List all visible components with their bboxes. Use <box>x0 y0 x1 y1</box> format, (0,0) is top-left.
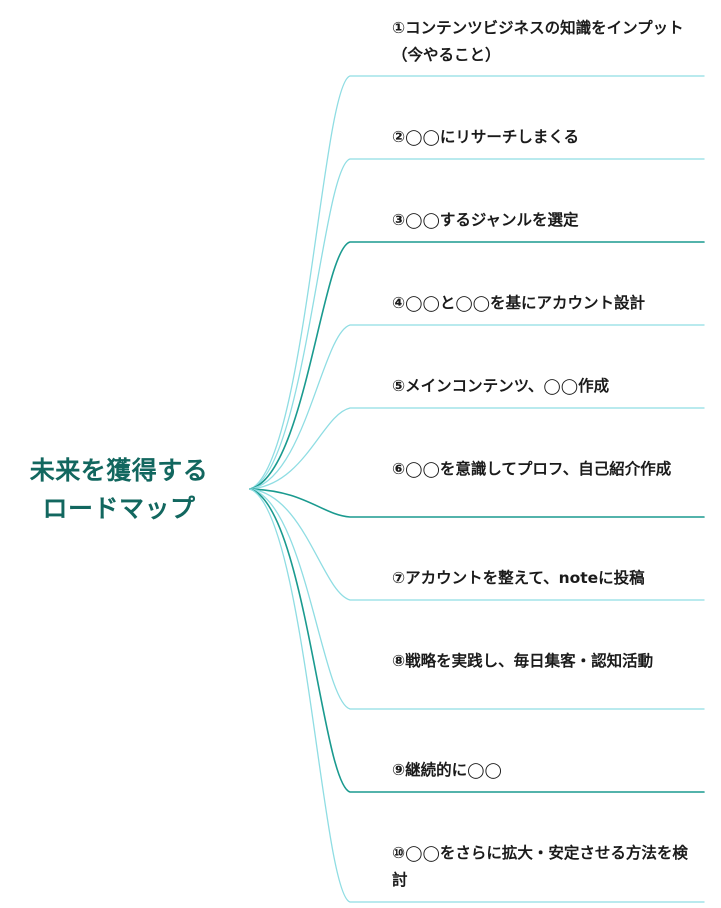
branch-1-label[interactable]: ①コンテンツビジネスの知識をインプット（今やること） <box>392 19 684 64</box>
branch-9-connector <box>249 488 705 793</box>
branch-2-connector <box>249 158 705 490</box>
branch-3-connector <box>249 241 705 490</box>
branch-4-label[interactable]: ④◯◯と◯◯を基にアカウント設計 <box>392 294 646 312</box>
branch-8-connector <box>249 488 705 710</box>
branch-6-connector <box>249 488 705 518</box>
branch-9-label[interactable]: ⑨継続的に◯◯ <box>392 761 502 779</box>
root-topic-line-2: ロードマップ <box>42 494 196 523</box>
branch-7-connector <box>249 488 705 601</box>
branch-8-label[interactable]: ⑧戦略を実践し、毎日集客・認知活動 <box>392 652 654 670</box>
branch-3-label[interactable]: ③◯◯するジャンルを選定 <box>392 211 579 229</box>
branch-6-label[interactable]: ⑥◯◯を意識してプロフ、自己紹介作成 <box>392 460 672 478</box>
root-topic[interactable]: 未来を獲得する ロードマップ <box>10 452 228 528</box>
branch-7-label[interactable]: ⑦アカウントを整えて、noteに投稿 <box>392 569 645 587</box>
branch-1-connector <box>249 75 705 490</box>
branch-5-label[interactable]: ⑤メインコンテンツ、◯◯作成 <box>392 377 610 395</box>
root-topic-line-1: 未来を獲得する <box>29 456 209 485</box>
branch-5-connector <box>249 407 705 490</box>
branch-10-connector <box>249 488 705 903</box>
branch-2-label[interactable]: ②◯◯にリサーチしまくる <box>392 128 580 146</box>
branch-10-label[interactable]: ⑩◯◯をさらに拡大・安定させる方法を検討 <box>392 844 688 889</box>
branch-4-connector <box>249 324 705 490</box>
